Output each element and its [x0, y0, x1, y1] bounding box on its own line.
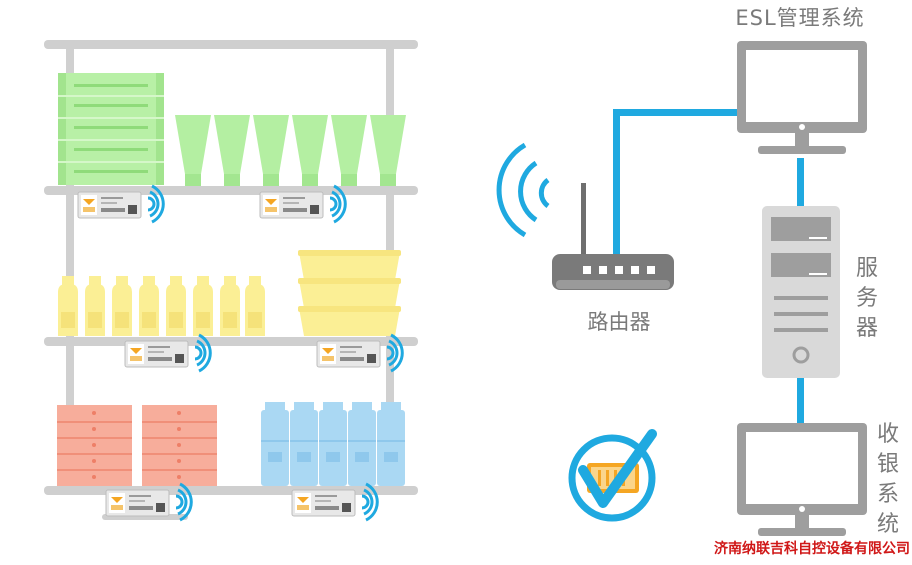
esl-price-tag-icon	[259, 191, 324, 219]
network-lines	[613, 109, 804, 424]
esl-price-tag-icon	[316, 340, 381, 368]
esl-price-tag-icon	[291, 489, 356, 517]
checkmark-circle-icon	[568, 429, 657, 522]
company-name: 济南纳联吉科自控设备有限公司	[714, 541, 910, 557]
yellow-boxes	[298, 250, 401, 336]
red-drawers	[57, 405, 217, 486]
wifi-signal-icon	[194, 333, 212, 373]
wifi-signal-icon	[386, 333, 404, 373]
cashier-system-label: 收 银 系 统	[876, 422, 899, 537]
esl-system-label: ESL管理系统	[735, 6, 865, 30]
esl-monitor-icon	[737, 41, 867, 154]
shelf-top-bar	[44, 40, 418, 49]
wifi-signal-icon	[175, 482, 193, 522]
pos-monitor-icon	[737, 423, 867, 536]
server-label: 服 务 器	[855, 256, 878, 341]
green-tubes	[175, 115, 406, 186]
wifi-signal-icon	[147, 184, 165, 224]
router-icon	[552, 183, 674, 290]
wifi-signal-icon	[496, 142, 550, 238]
esl-tags	[77, 184, 404, 522]
blue-bottles	[261, 402, 405, 486]
esl-price-tag-icon	[77, 191, 142, 219]
router-label: 路由器	[587, 310, 651, 334]
server-icon	[762, 206, 840, 378]
wifi-signal-icon	[329, 184, 347, 224]
wifi-signal-icon	[361, 482, 379, 522]
yellow-bottles	[58, 276, 265, 336]
shelf-board-3	[44, 486, 418, 495]
esl-price-tag-icon	[105, 489, 170, 517]
green-crates	[58, 73, 164, 185]
esl-price-tag-icon	[124, 340, 189, 368]
